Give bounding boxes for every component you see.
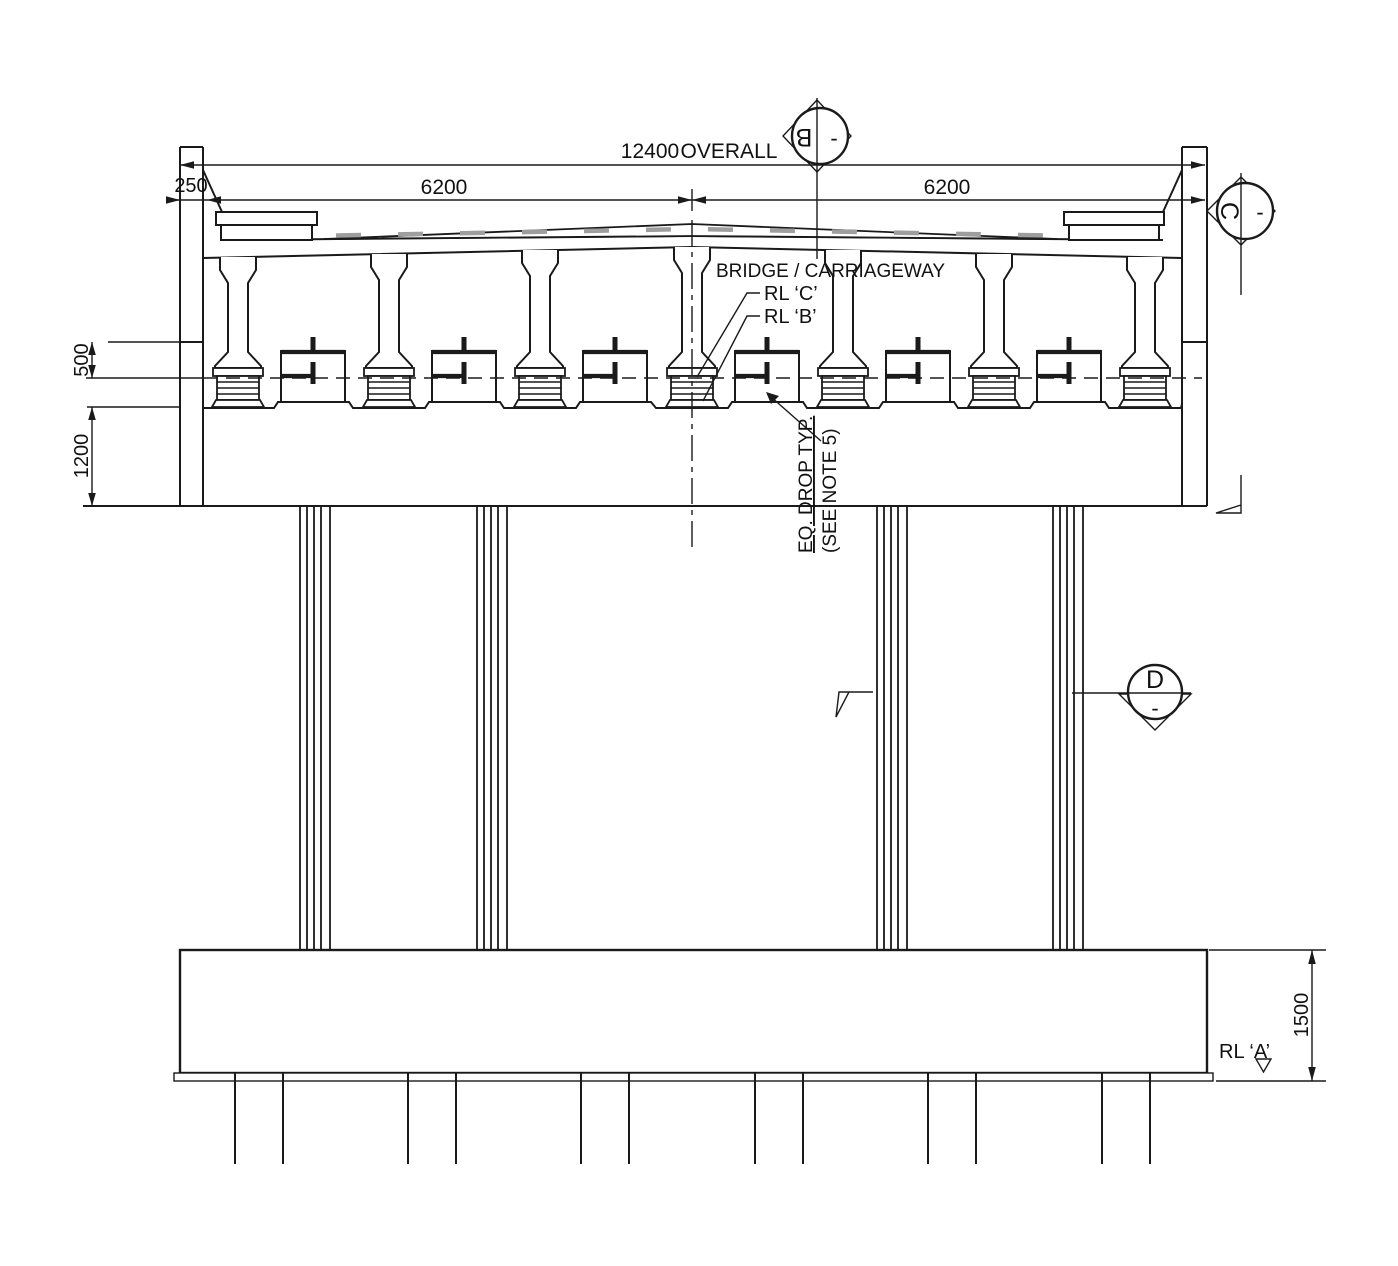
section-marker-b: B - — [782, 98, 852, 259]
kerb-left-lower — [220, 224, 313, 241]
section-d-circle — [1126, 663, 1184, 721]
leader-rl-c — [696, 292, 760, 378]
bearing-plinth — [361, 399, 417, 408]
dim-text-250: 250 — [174, 175, 207, 197]
edge-beam-right — [1162, 146, 1208, 506]
pile-cap-body — [178, 948, 1209, 1075]
pile-cap-blinding-lip — [173, 1072, 1214, 1082]
bearing-plate — [212, 367, 264, 377]
bearing-laminations — [973, 381, 1015, 395]
section-c-flag — [1215, 475, 1242, 514]
deck — [179, 146, 1208, 506]
bearing — [966, 367, 1022, 408]
bearing-plate — [514, 367, 566, 377]
label-rl-b: RL ‘B’ — [764, 306, 817, 328]
leader-eq-drop — [769, 395, 822, 442]
edge-beam-left — [179, 146, 223, 506]
bearing-laminations — [519, 381, 561, 395]
girder — [1121, 257, 1169, 369]
jacking-block — [582, 337, 648, 402]
bearing — [512, 367, 568, 408]
girder — [970, 254, 1018, 369]
kerb-right-upper — [1063, 211, 1165, 226]
bearing — [361, 367, 417, 408]
section-d-sheet: - — [1151, 696, 1158, 721]
jacking-block — [280, 337, 346, 402]
bearing — [815, 367, 871, 408]
pier-column — [876, 506, 908, 950]
girder — [214, 257, 262, 369]
bearing-plate — [968, 367, 1020, 377]
dim-line-500 — [86, 341, 204, 379]
bearing-plinth — [966, 399, 1022, 408]
bearing-plinth — [512, 399, 568, 408]
label-bridge-carriageway: BRIDGE / CARRIAGEWAY — [716, 261, 945, 282]
section-c-circle — [1215, 181, 1275, 241]
pier-column — [1052, 506, 1084, 950]
section-d-flag — [835, 691, 873, 718]
pier-columns — [299, 506, 1084, 950]
jacking-blocks — [280, 337, 1102, 402]
dim-text-6200-left: 6200 — [421, 176, 468, 199]
bearing-laminations — [822, 381, 864, 395]
kerb-right-lower — [1068, 224, 1160, 241]
section-d-letter: D — [1146, 666, 1164, 694]
dim-text-1200: 1200 — [71, 434, 93, 479]
bearing-plinth — [210, 399, 266, 408]
bearing-laminations — [368, 381, 410, 395]
leader-rl-b — [702, 315, 760, 402]
pier-column — [476, 506, 508, 950]
dim-text-500: 500 — [71, 343, 93, 376]
jacking-block — [431, 337, 497, 402]
dim-line-1500 — [1209, 949, 1326, 1082]
section-marker-d: D - — [835, 663, 1193, 731]
label-rl-a: RL ‘A’ — [1219, 1041, 1270, 1063]
jacking-block — [885, 337, 951, 402]
bearing-plinth — [1117, 399, 1173, 408]
section-marker-c: C - — [1206, 173, 1276, 514]
dim-text-overall-value: 12400 — [621, 140, 679, 163]
jacking-block — [1036, 337, 1102, 402]
label-eq-drop-line2: (SEE NOTE 5) — [820, 428, 841, 553]
bearing-plate — [1119, 367, 1171, 377]
section-c-letter: C — [1215, 202, 1243, 220]
bearing — [1117, 367, 1173, 408]
section-b-circle — [790, 106, 850, 166]
asphalt-wearing-course — [323, 223, 1058, 240]
bearing-laminations — [217, 381, 259, 395]
kerb-left-upper — [215, 211, 318, 226]
bearing-plinth — [815, 399, 871, 408]
jacking-block — [734, 337, 800, 402]
bearing — [210, 367, 266, 408]
headstock-top-steps — [203, 401, 1183, 409]
bearing-laminations — [1124, 381, 1166, 395]
headstock — [83, 401, 1207, 507]
pier-column — [299, 506, 331, 950]
rl-a-level-icon — [1254, 1058, 1273, 1074]
label-eq-drop-line1: EQ. DROP TYP. — [796, 416, 817, 553]
bearing-plate — [363, 367, 415, 377]
piles — [234, 1073, 1151, 1164]
section-b-sheet: - — [830, 126, 837, 151]
pile-cap — [173, 948, 1214, 1082]
girder — [365, 254, 413, 369]
label-rl-c: RL ‘C’ — [764, 283, 818, 305]
leader-eq-drop-arrow — [766, 392, 779, 404]
dim-text-1500: 1500 — [1291, 993, 1313, 1038]
dimension-lines: 12400 OVERALL 250 6200 6200 500 1200 150… — [71, 140, 1326, 1082]
section-b-letter: B — [796, 123, 813, 151]
dim-line-1200 — [87, 406, 180, 506]
dim-text-overall-word: OVERALL — [681, 140, 778, 163]
section-c-sheet: - — [1256, 200, 1263, 225]
bearing-plate — [817, 367, 869, 377]
annotations: BRIDGE / CARRIAGEWAY RL ‘C’ RL ‘B’ EQ. D… — [696, 261, 1273, 1074]
dim-text-6200-right: 6200 — [924, 176, 971, 199]
girder — [516, 250, 564, 369]
